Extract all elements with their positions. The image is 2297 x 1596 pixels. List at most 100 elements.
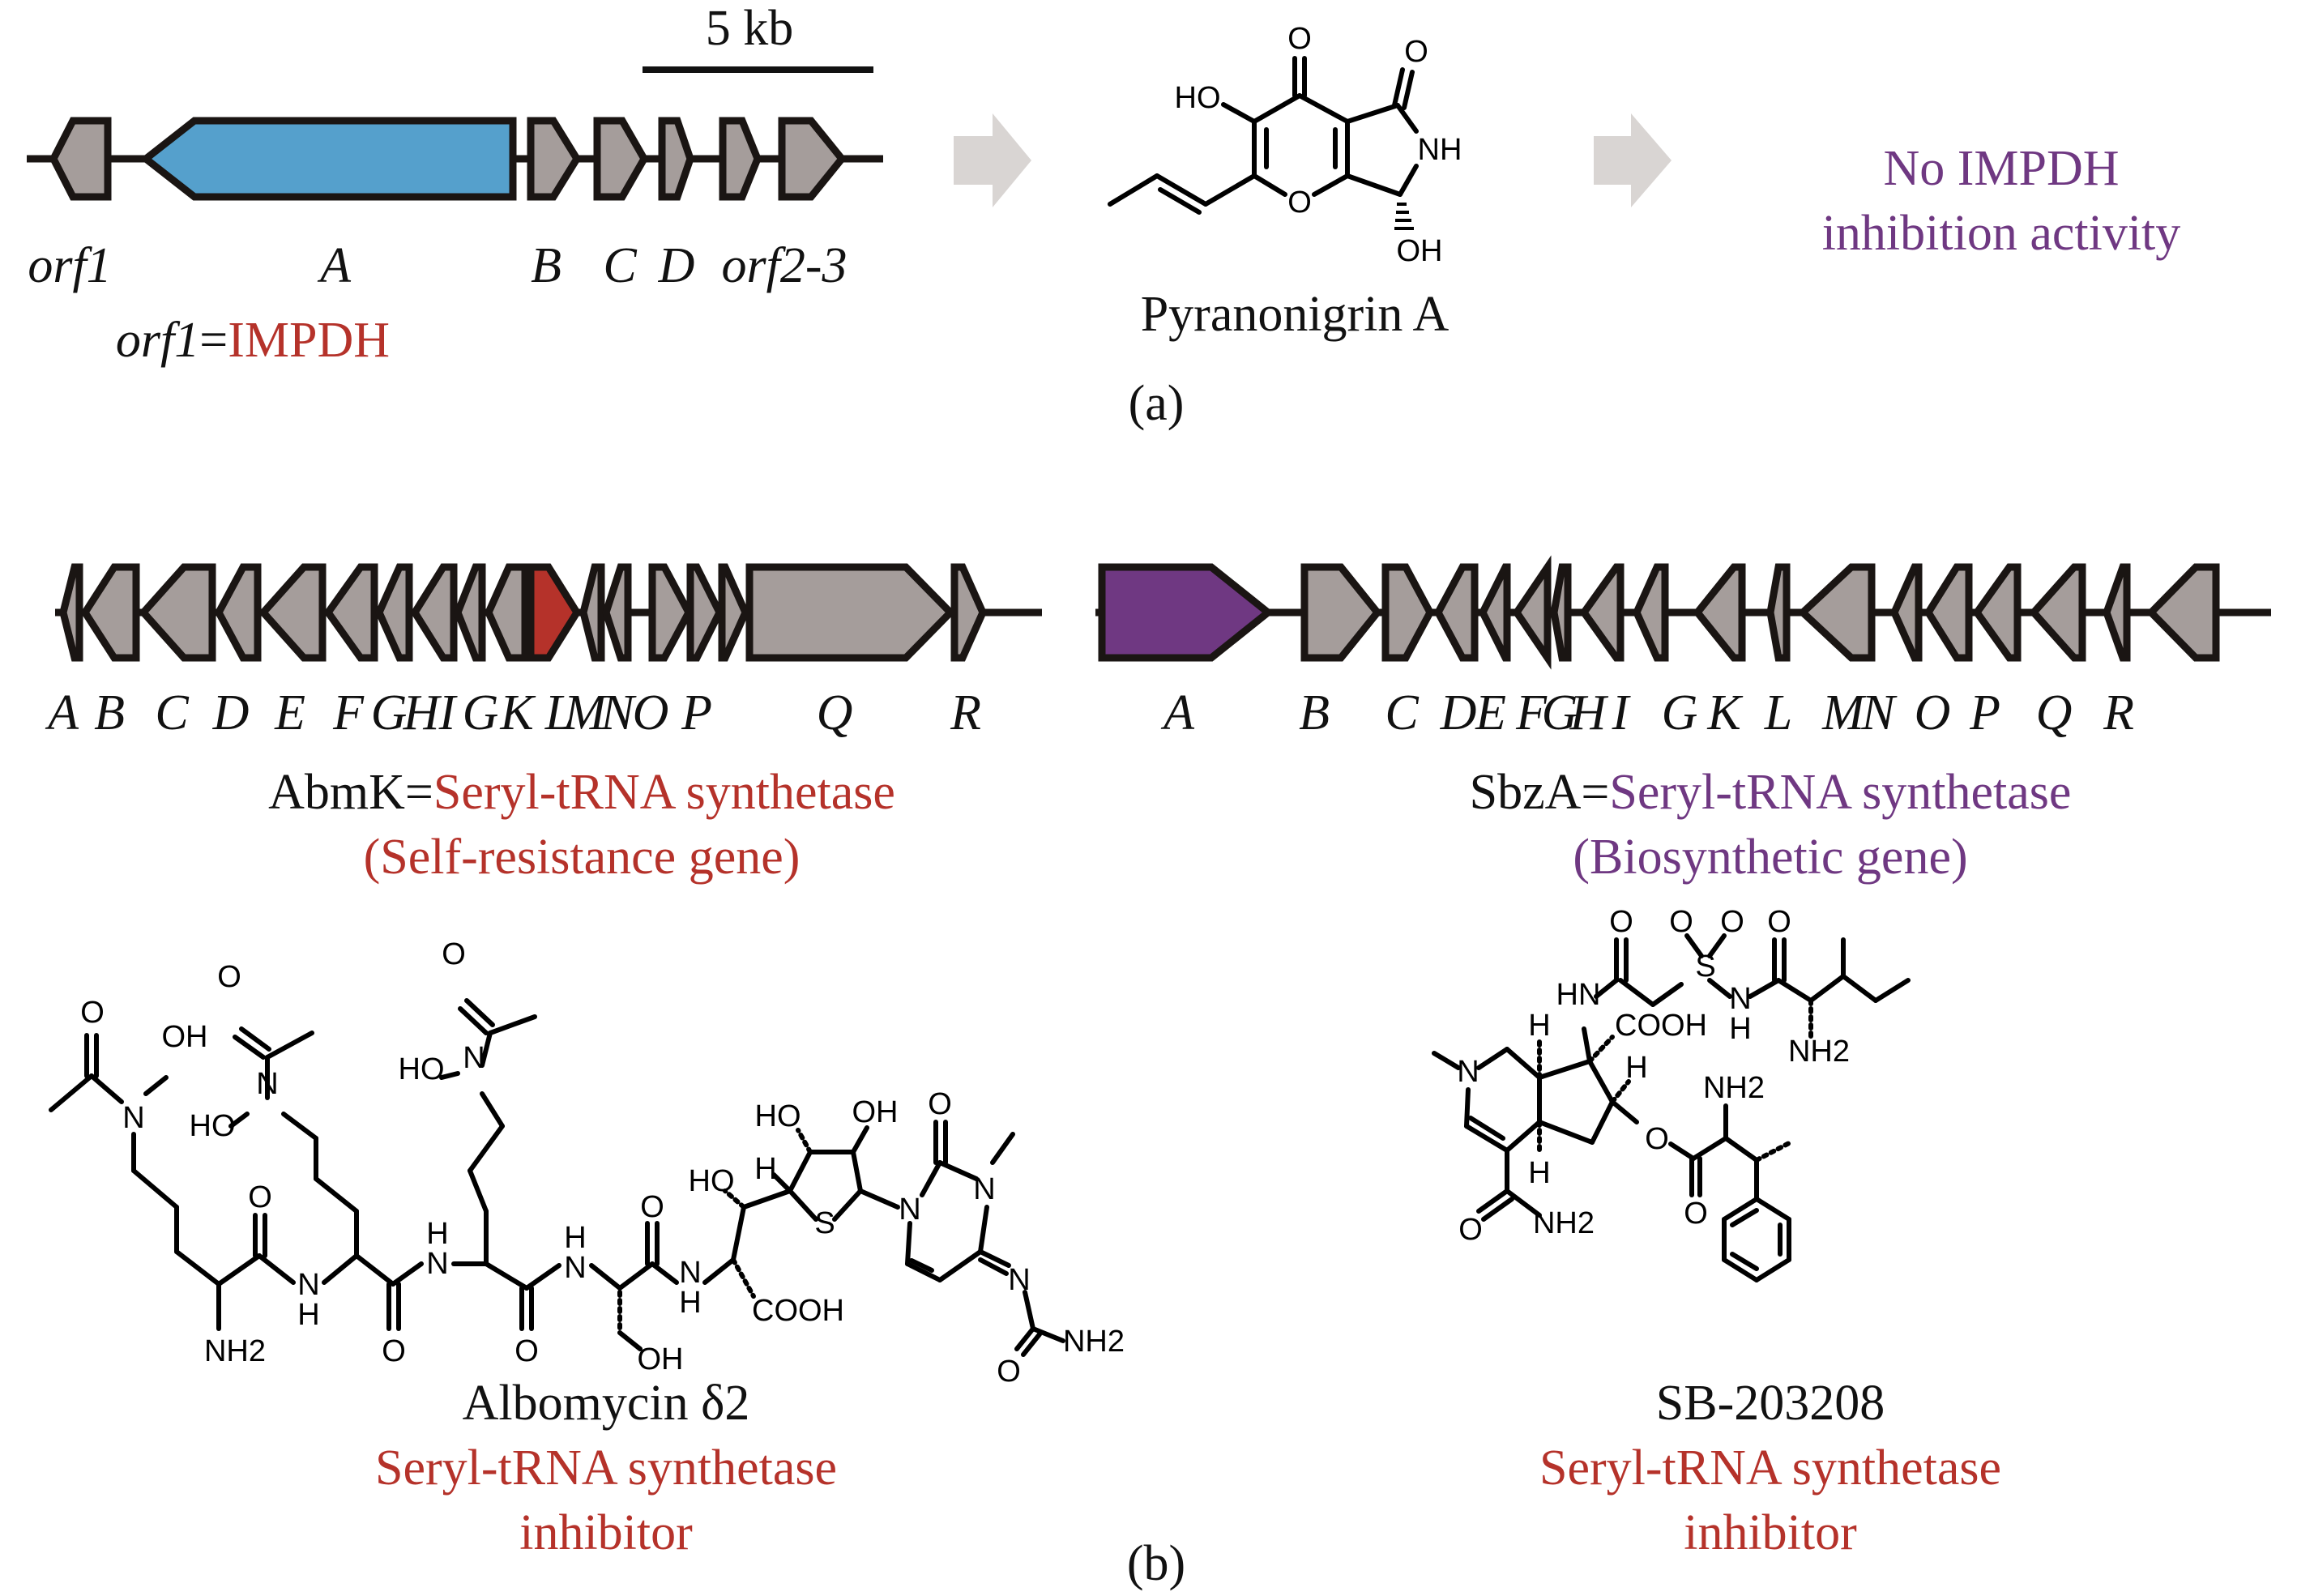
atom-label: N <box>1729 982 1751 1016</box>
gene-label: L <box>544 685 573 740</box>
atom-label: N <box>1008 1263 1030 1297</box>
atom-label: N <box>256 1067 278 1101</box>
gene-label: D <box>658 238 695 293</box>
gene-label: F <box>1515 685 1548 740</box>
atom-label: S <box>814 1206 835 1240</box>
atom-label: O <box>217 960 241 994</box>
atom-label: HO <box>1175 81 1221 115</box>
sbza-note: SbzA=Seryl-tRNA synthetase <box>1470 765 2072 820</box>
atom-label: H <box>297 1298 319 1332</box>
atom-label: O <box>640 1190 664 1224</box>
gene-label: H <box>403 685 442 740</box>
sb203208-activity-line2: inhibitor <box>1684 1505 1857 1560</box>
gene-label: A <box>317 238 352 293</box>
gene-label: F <box>332 685 365 740</box>
atom-label: O <box>1720 905 1744 939</box>
atom-label: O <box>1404 35 1428 69</box>
gene-label: G <box>1662 685 1698 740</box>
gene-label: I <box>1612 685 1632 740</box>
gene-D <box>1433 563 1479 662</box>
gene-label: orf1 <box>28 238 111 293</box>
atom-label: N <box>463 1041 485 1075</box>
panel-label-a: (a) <box>1129 376 1185 431</box>
gene-label: B <box>94 685 125 740</box>
gene-label: orf2-3 <box>722 238 847 293</box>
atom-label: O <box>514 1334 539 1368</box>
gene-label: E <box>1475 685 1506 740</box>
gene-O <box>686 563 724 662</box>
gene-label: M <box>1821 685 1867 740</box>
atom-label: O <box>80 996 105 1030</box>
gene-C <box>1381 563 1435 662</box>
gene-orf3 <box>778 117 847 201</box>
gene-label: M <box>563 685 608 740</box>
atom-label: O <box>1684 1197 1708 1231</box>
gene-B <box>1300 563 1382 662</box>
gene-label: N <box>1860 685 1898 740</box>
gene-Q <box>745 563 956 662</box>
gene-M <box>602 563 632 662</box>
note-gene: AbmK <box>268 765 405 820</box>
gene-R <box>2145 563 2220 662</box>
atom-label: N <box>426 1247 448 1281</box>
gene-M <box>1890 563 1923 662</box>
atom-label: N <box>973 1172 995 1206</box>
atom-label: O <box>997 1355 1021 1389</box>
atom-label: N <box>564 1251 586 1285</box>
atom-label: HO <box>190 1109 236 1143</box>
gene-C <box>593 117 649 201</box>
gene-orf1 <box>49 117 112 201</box>
gene-labels-a: orf1 A B C D orf2-3 <box>28 238 847 293</box>
albomycin-activity-line1: Seryl-tRNA synthetase <box>375 1440 837 1496</box>
sb203208-activity-line1: Seryl-tRNA synthetase <box>1539 1440 2001 1496</box>
gene-label: I <box>438 685 459 740</box>
gene-I <box>454 563 486 662</box>
gene-label: K <box>1706 685 1744 740</box>
atom-label: NH2 <box>1063 1325 1125 1359</box>
gene-F <box>1512 555 1552 670</box>
gene-label: E <box>274 685 305 740</box>
gene-label: P <box>1969 685 2000 740</box>
atom-label: O <box>1287 186 1312 220</box>
atom-label: N <box>899 1193 920 1227</box>
atom-label: H <box>426 1217 448 1251</box>
gene-N <box>648 563 694 662</box>
atom-label: OH <box>1397 234 1443 268</box>
panel-a: 5 kb orf1 A B C D orf2-3 orf1=IMPDH <box>27 1 2180 431</box>
gene-label: P <box>681 685 712 740</box>
gene-Q <box>2103 563 2131 662</box>
gene-E <box>258 563 327 662</box>
process-arrow-icon <box>1594 113 1672 207</box>
gene-label: L <box>1764 685 1792 740</box>
atom-label: COOH <box>752 1294 844 1328</box>
gene-label: C <box>1385 685 1419 740</box>
gene-label: G <box>463 685 499 740</box>
gene-F <box>323 563 378 662</box>
gene-K-highlighted <box>527 563 582 662</box>
pyranonigrin-a-structure: HO O O NH O OH <box>1108 22 1462 268</box>
atom-label: N <box>679 1256 701 1290</box>
scale-bar-label: 5 kb <box>706 1 794 56</box>
atom-label: OH <box>638 1342 684 1376</box>
note-equals: = <box>1581 765 1609 820</box>
atom-label: O <box>442 937 466 971</box>
gene-P <box>718 563 749 662</box>
atom-label: O <box>1287 22 1312 56</box>
gene-L <box>1797 563 1876 662</box>
atom-label: O <box>1458 1213 1483 1247</box>
atom-label: N <box>122 1101 144 1135</box>
gene-label: D <box>1440 685 1477 740</box>
gene-C <box>138 563 216 662</box>
gene-label: Q <box>2036 685 2073 740</box>
gene-label: C <box>155 685 189 740</box>
compound-name-sb203208: SB-203208 <box>1656 1376 1885 1431</box>
atom-label: O <box>1645 1122 1669 1156</box>
gene-D <box>658 117 694 201</box>
atom-label: N <box>297 1268 319 1302</box>
note-gene: SbzA <box>1470 765 1582 820</box>
gene-label: Q <box>817 685 853 740</box>
atom-label: O <box>1669 905 1693 939</box>
atom-label: HO <box>755 1099 801 1133</box>
